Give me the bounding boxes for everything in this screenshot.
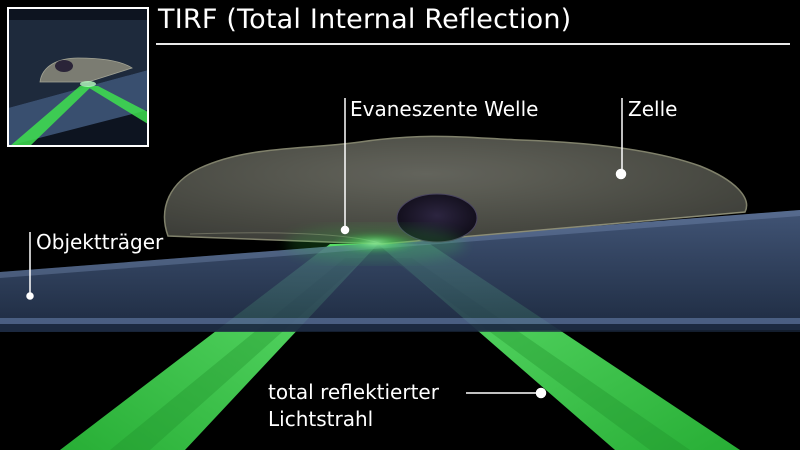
inset-overview <box>7 7 149 147</box>
page-title: TIRF (Total Internal Reflection) <box>158 4 572 35</box>
title-underline <box>156 43 790 45</box>
beam-callout-dot <box>535 387 547 399</box>
reflected-beam-label-line1: total reflektierter <box>268 380 439 404</box>
cell-callout-dot <box>615 168 627 180</box>
evanescent-wave-label: Evaneszente Welle <box>350 97 539 121</box>
reflected-beam-label: total reflektierter Lichtstrahl <box>268 379 439 433</box>
evanescent-callout-dot <box>340 225 350 235</box>
callouts <box>26 98 627 399</box>
reflected-beam-label-line2: Lichtstrahl <box>268 407 374 431</box>
cell-label: Zelle <box>628 97 678 121</box>
slide-label: Objektträger <box>36 230 164 254</box>
slide-callout-dot <box>26 292 34 300</box>
